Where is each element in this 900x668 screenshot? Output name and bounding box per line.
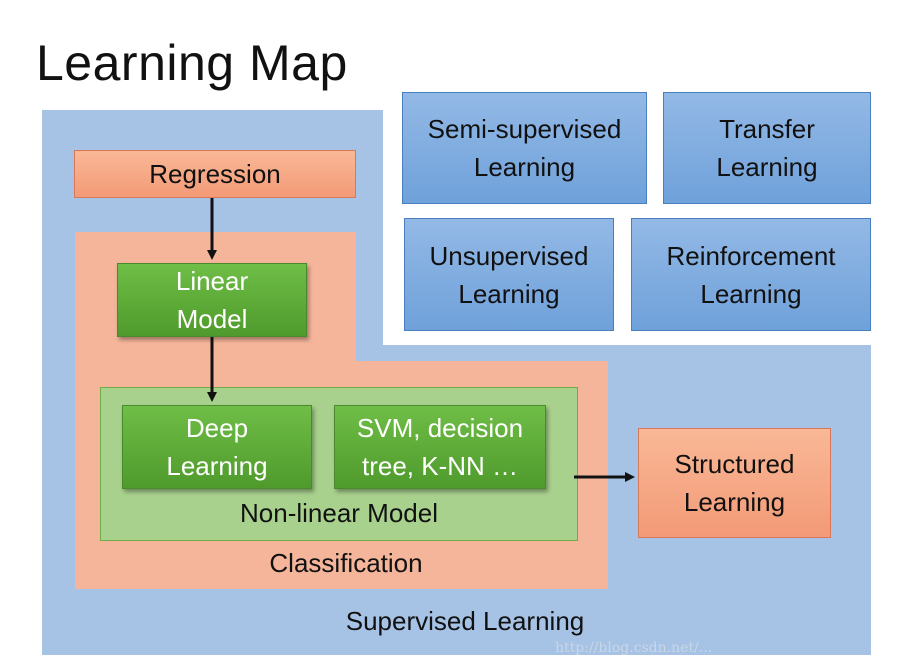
- regression-box: Regression: [74, 150, 356, 198]
- classification-label: Classification: [269, 548, 423, 578]
- unsupervised-learning-box: Unsupervised Learning: [404, 218, 614, 331]
- svm-decision-tree-knn-box: SVM, decision tree, K-NN …: [334, 405, 546, 489]
- reinforcement-learning-box: Reinforcement Learning: [631, 218, 871, 331]
- watermark: http://blog.csdn.net/...: [555, 640, 713, 656]
- semi-supervised-learning-box: Semi-supervised Learning: [402, 92, 647, 204]
- deep-learning-box: Deep Learning: [122, 405, 312, 489]
- supervised-learning-label: Supervised Learning: [345, 606, 585, 636]
- transfer-learning-box: Transfer Learning: [663, 92, 871, 204]
- page-title: Learning Map: [36, 35, 348, 91]
- linear-model-box: Linear Model: [117, 263, 307, 337]
- structured-learning-box: Structured Learning: [638, 428, 831, 538]
- nonlinear-model-label: Non-linear Model: [240, 498, 438, 528]
